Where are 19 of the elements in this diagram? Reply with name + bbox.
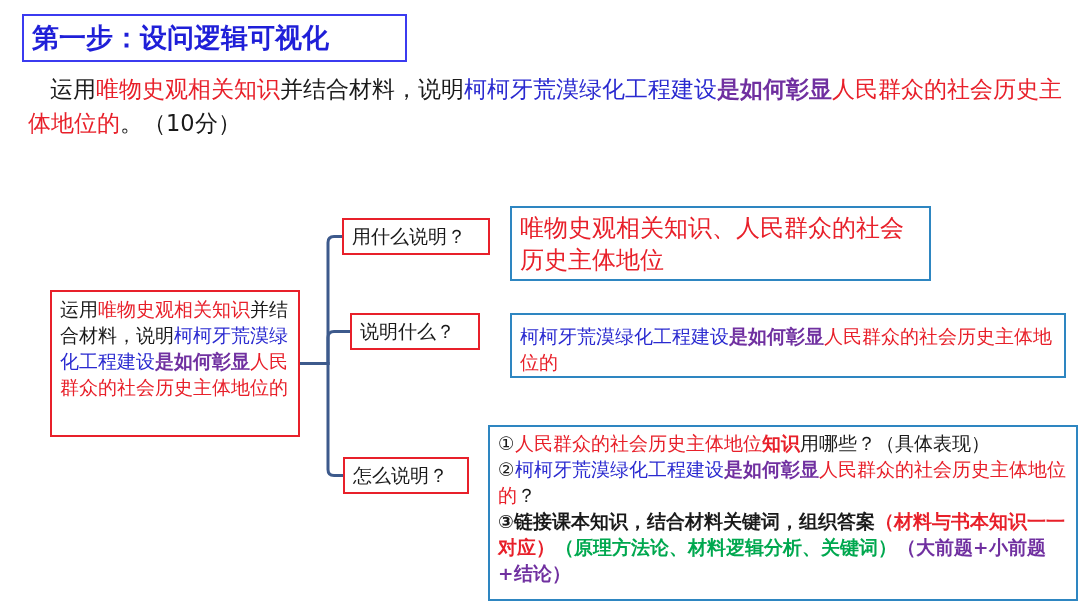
answer-box — [510, 313, 1066, 378]
question-box — [50, 290, 300, 437]
title-box: 第一步：设问逻辑可视化 — [22, 14, 407, 62]
box-text: 怎么说明？ — [353, 463, 448, 489]
answer-box — [510, 206, 931, 281]
box-text: 用什么说明？ — [352, 224, 466, 250]
answer-box — [488, 425, 1078, 601]
box-text: 说明什么？ — [360, 319, 455, 345]
question-text: 运用唯物史观相关知识并结合材料，说明柯柯牙荒漠绿化工程建设是如何彰显人民群众的社会历史主体地位的。（10分） — [28, 75, 1063, 138]
prompt-box — [342, 218, 490, 255]
box-text: ①人民群众的社会历史主体地位知识用哪些？（具体表现） — [498, 432, 991, 456]
box-text: 柯柯牙荒漠绿化工程建设是如何彰显人民群众的社会历史主体地位的 — [520, 324, 1053, 375]
prompt-box — [350, 313, 480, 350]
bracket-connector — [300, 362, 343, 477]
box-text: 唯物史观相关知识、人民群众的社会历史主体地位 — [520, 213, 905, 276]
box-text: 运用唯物史观相关知识并结合材料，说明柯柯牙荒漠绿化工程建设是如何彰显人民群众的社会历史主体地位的 — [60, 297, 289, 400]
box-text: ②柯柯牙荒漠绿化工程建设是如何彰显人民群众的社会历史主体地位的？ — [498, 458, 1067, 508]
prompt-box — [343, 457, 469, 494]
box-text: ③链接课本知识，结合材料关键词，组织答案（材料与书本知识一一对应）（原理方法论、材料逻辑分析、关键词）（大前题+小前题+结论） — [498, 510, 1066, 586]
